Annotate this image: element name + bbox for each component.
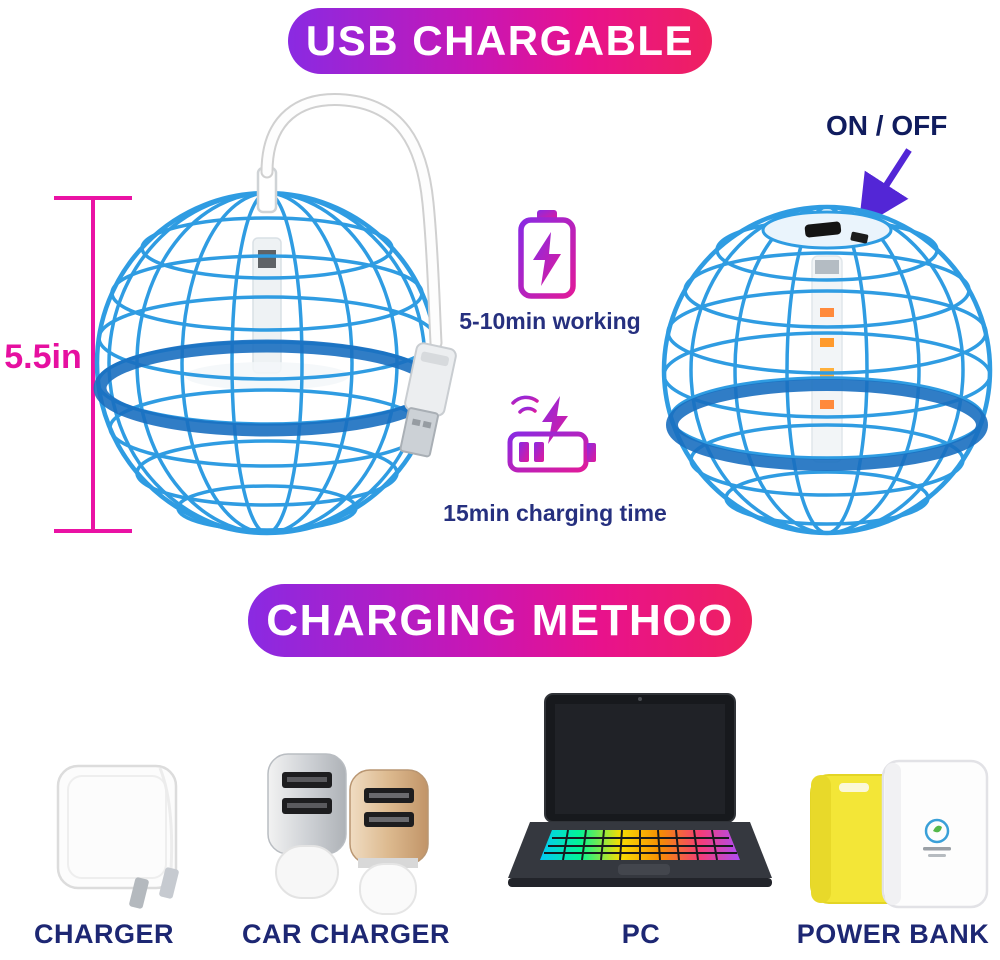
power-bank-white [881,759,989,909]
usb-chargable-banner-text: USB CHARGABLE [305,17,695,64]
usb-cable [256,93,443,350]
car-charger-silver [267,753,347,899]
car-charger-image [267,753,429,915]
flying-ball-top-view-image [661,204,993,536]
ball-equator-band-right [666,379,988,471]
power-switch [761,210,893,250]
ball-led-strip [811,255,843,463]
car-charger-gold [349,769,429,915]
charging-method-banner-text: CHARGING METHOO [266,595,734,645]
wall-charger-image [56,764,179,909]
pc-label: PC [621,919,661,949]
power-bank-yellow [810,774,906,904]
size-measurement-label: 5.5in [4,338,82,376]
battery-icon [518,210,576,299]
charging-method-banner: CHARGING METHOO [248,584,752,657]
power-bank-label: POWER BANK [796,919,990,949]
charging-time-caption: 15min charging time [443,500,667,526]
on-off-label: ON / OFF [826,110,948,141]
car-charger-label: CAR CHARGER [242,919,450,949]
charging-battery-icon [507,395,596,473]
arrow-down-left-icon [858,148,912,229]
ball-inner-mechanism [185,237,349,390]
size-measurement-bracket [54,196,132,533]
working-time-caption: 5-10min working [459,308,641,334]
power-bank-image [810,759,989,909]
flying-ball-with-cable-image [93,93,457,536]
laptop-base [508,822,772,887]
laptop-image [508,693,772,887]
usb-connector [399,342,457,458]
charger-label: CHARGER [33,919,174,949]
usb-chargable-banner: USB CHARGABLE [288,8,712,74]
laptop-screen [544,693,736,823]
